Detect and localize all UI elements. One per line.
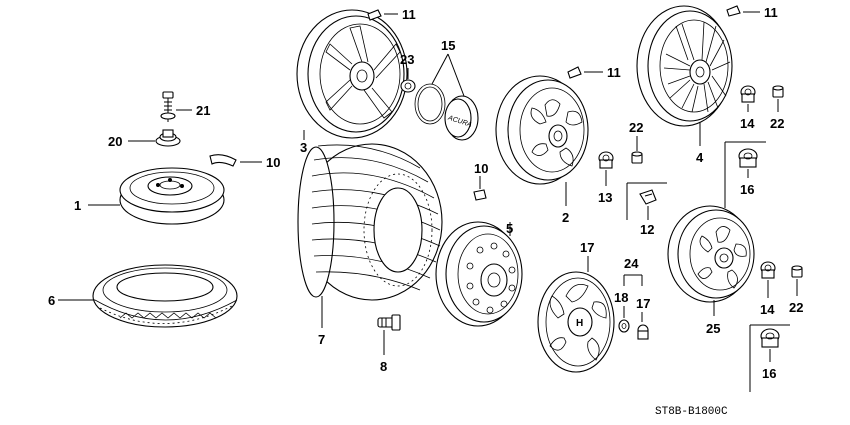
callout-22-c: 22 xyxy=(789,300,803,315)
cap-12[interactable] xyxy=(639,189,657,205)
callout-5: 5 xyxy=(506,221,513,236)
nut-14-b[interactable] xyxy=(760,261,776,279)
callout-6: 6 xyxy=(48,293,55,308)
callout-16-a: 16 xyxy=(740,182,754,197)
spare-bolt[interactable] xyxy=(160,91,176,122)
steel-wheel[interactable] xyxy=(435,221,523,327)
callout-21: 21 xyxy=(196,103,210,118)
weight-11-b[interactable] xyxy=(567,66,582,79)
alloy-wheel-2[interactable] xyxy=(495,75,589,185)
callout-14-a: 14 xyxy=(740,116,755,131)
callout-22-b: 22 xyxy=(770,116,784,131)
nut-14-a[interactable] xyxy=(740,85,756,103)
spare-nut[interactable] xyxy=(155,129,181,147)
callout-17: 17 xyxy=(580,240,594,255)
callout-14-b: 14 xyxy=(760,302,775,317)
washer-19[interactable] xyxy=(618,319,630,333)
callout-9: 10 xyxy=(266,155,280,170)
callout-20: 20 xyxy=(108,134,122,149)
alloy-wheel-4[interactable] xyxy=(636,5,733,127)
center-cap-set[interactable]: ACURA xyxy=(414,83,479,141)
callout-18: 17 xyxy=(636,296,650,311)
callout-16-b: 16 xyxy=(762,366,776,381)
callout-3: 3 xyxy=(300,140,307,155)
callout-4: 4 xyxy=(696,150,704,165)
callout-2: 2 xyxy=(562,210,569,225)
callout-10: 10 xyxy=(474,161,488,176)
callout-23: 23 xyxy=(400,52,414,67)
diagram-code: ST8B-B1800C xyxy=(655,406,728,418)
nut-16-b[interactable] xyxy=(760,328,780,348)
weight-10[interactable] xyxy=(473,189,487,201)
spare-tire[interactable] xyxy=(92,264,238,328)
callout-24: 24 xyxy=(624,256,639,271)
cap-22-a[interactable] xyxy=(631,151,643,164)
callout-19: 18 xyxy=(614,290,628,305)
weight-11-a[interactable] xyxy=(367,9,382,21)
nut-23[interactable] xyxy=(400,79,416,93)
callout-7: 7 xyxy=(318,332,325,347)
callout-11-b: 11 xyxy=(607,65,621,80)
nut-18[interactable] xyxy=(637,324,649,340)
cover-emblem-text: H xyxy=(576,318,583,329)
callout-15: 15 xyxy=(441,38,455,53)
tire[interactable] xyxy=(297,143,443,301)
alloy-wheel-3[interactable] xyxy=(296,9,408,139)
valve[interactable] xyxy=(377,314,401,331)
callout-13: 13 xyxy=(598,190,612,205)
callout-12: 12 xyxy=(640,222,654,237)
spare-wheel[interactable] xyxy=(119,167,225,225)
callout-22-a: 22 xyxy=(629,120,643,135)
weight-11-c[interactable] xyxy=(726,5,741,17)
alloy-wheel-25[interactable] xyxy=(667,205,755,303)
callout-8: 8 xyxy=(380,359,387,374)
callout-11-c: 11 xyxy=(764,5,778,20)
balance-weight[interactable] xyxy=(209,154,237,167)
callout-11-a: 11 xyxy=(402,7,416,22)
cap-22-b[interactable] xyxy=(772,85,784,98)
nut-13[interactable] xyxy=(598,151,614,169)
callout-25: 25 xyxy=(706,321,720,336)
wheel-cover[interactable]: H xyxy=(537,271,615,373)
callout-1: 1 xyxy=(74,198,81,213)
cap-22-c[interactable] xyxy=(791,265,803,278)
nut-16-a[interactable] xyxy=(738,148,758,168)
